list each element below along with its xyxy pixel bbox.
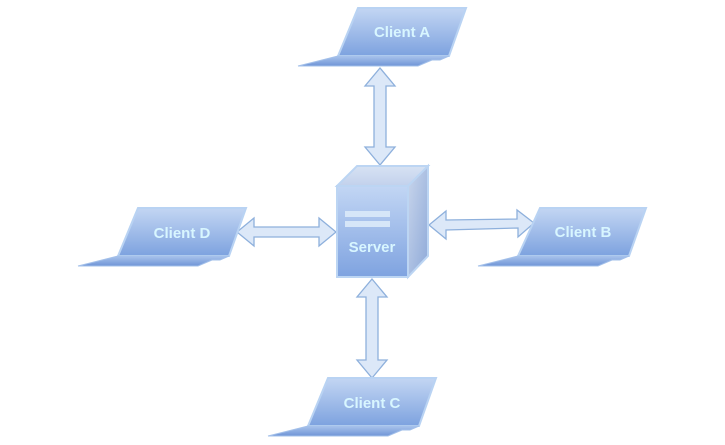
server-front-face	[336, 185, 409, 278]
arrow-server-client-a	[363, 66, 397, 167]
laptop-base	[77, 255, 230, 267]
client-b-laptop[interactable]: Client B	[477, 207, 648, 267]
laptop-base	[267, 425, 420, 437]
client-c-label: Client C	[344, 395, 401, 412]
arrow-server-client-b	[427, 208, 536, 241]
laptop-base	[297, 55, 450, 67]
client-d-label: Client D	[154, 225, 211, 242]
client-d-laptop[interactable]: Client D	[77, 207, 248, 267]
arrow-server-client-c	[355, 277, 389, 380]
client-c-laptop[interactable]: Client C	[267, 377, 438, 437]
client-a-label: Client A	[374, 24, 430, 41]
server-drive-slot	[345, 211, 390, 217]
server-label: Server	[349, 239, 396, 256]
server-side-face	[407, 163, 429, 280]
client-b-label: Client B	[555, 224, 612, 241]
server-node[interactable]: Server	[334, 163, 431, 280]
arrow-server-client-d	[235, 216, 338, 248]
laptop-base	[477, 255, 630, 267]
client-a-laptop[interactable]: Client A	[297, 7, 468, 67]
server-drive-slot	[345, 221, 390, 227]
